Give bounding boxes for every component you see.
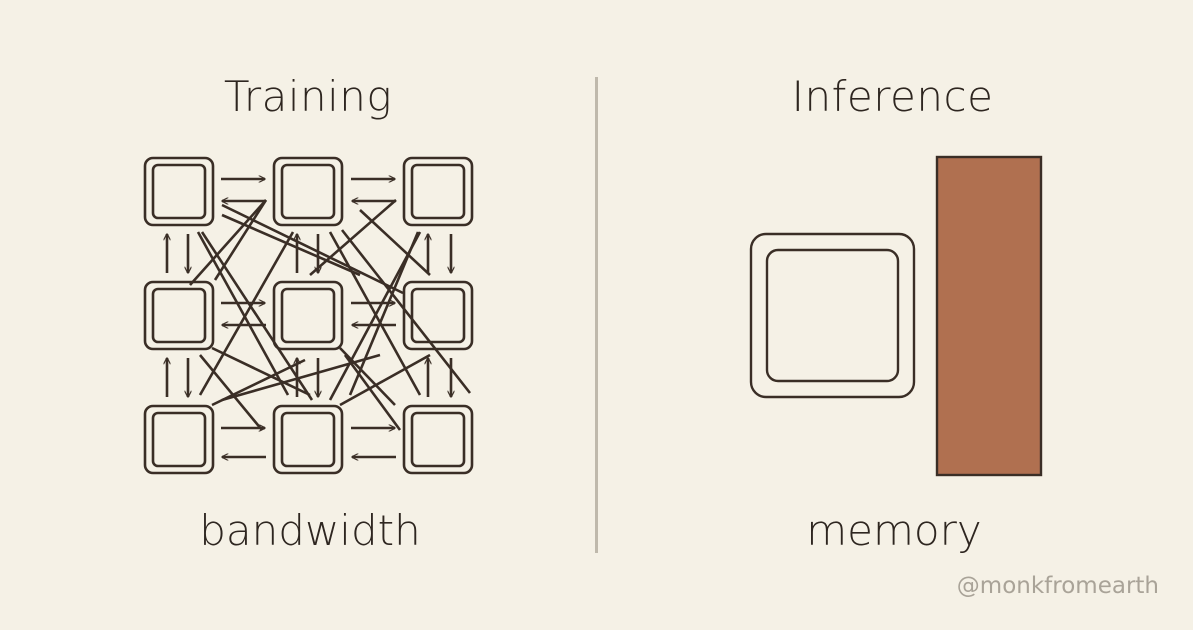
panel-divider — [595, 77, 598, 553]
chip-r3c2 — [272, 404, 344, 475]
training-chip-grid — [143, 156, 474, 475]
training-horizontal-arrows — [221, 179, 396, 457]
training-title: Training — [223, 72, 393, 121]
inference-chip — [749, 232, 916, 399]
training-cross-links — [189, 199, 472, 431]
chip-r3c1 — [143, 404, 215, 475]
chip-r3c3 — [402, 404, 474, 475]
chip-r2c1 — [143, 280, 215, 351]
inference-title: Inference — [791, 72, 994, 121]
inference-caption: memory — [806, 506, 982, 555]
chip-r1c1 — [143, 156, 215, 227]
chip-r1c2 — [272, 156, 344, 227]
training-caption: bandwidth — [199, 506, 421, 555]
memory-bar — [935, 155, 1043, 477]
chip-r2c2 — [272, 280, 344, 351]
chip-r2c3 — [402, 280, 474, 351]
watermark: @monkfromearth — [956, 573, 1159, 599]
chip-r1c3 — [402, 156, 474, 227]
training-vertical-arrows — [167, 234, 451, 397]
